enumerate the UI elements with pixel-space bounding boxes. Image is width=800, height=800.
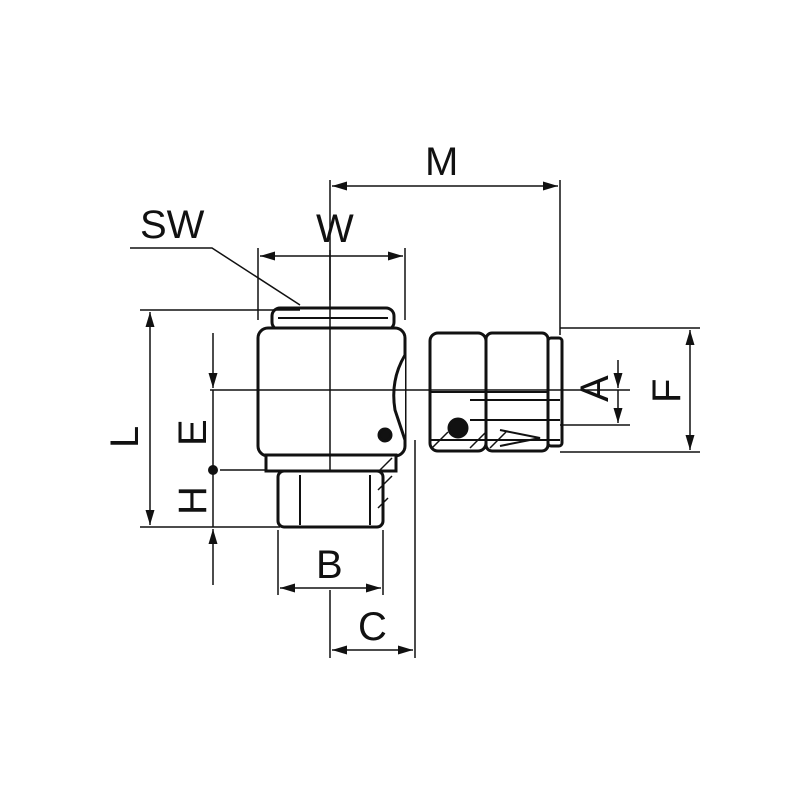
label-m: M (425, 140, 458, 184)
fitting-body (256, 306, 564, 529)
label-a: A (573, 375, 617, 402)
elbow-neck (392, 354, 407, 441)
label-w: W (316, 207, 354, 251)
label-b: B (316, 543, 343, 587)
o-ring-thread (377, 427, 393, 443)
collet-ring (546, 336, 564, 448)
hex-collar (264, 453, 398, 473)
sw-leader-line (130, 247, 301, 306)
male-thread (276, 469, 385, 529)
label-c: C (358, 605, 387, 649)
extension-lines (130, 180, 700, 658)
label-l: L (103, 426, 147, 448)
section-hatch (377, 431, 507, 509)
label-e: E (171, 419, 215, 446)
dimension-lines (145, 181, 695, 655)
label-h: H (171, 486, 215, 515)
o-ring (447, 417, 469, 439)
label-sw: SW (140, 203, 205, 247)
label-f: F (645, 379, 689, 403)
